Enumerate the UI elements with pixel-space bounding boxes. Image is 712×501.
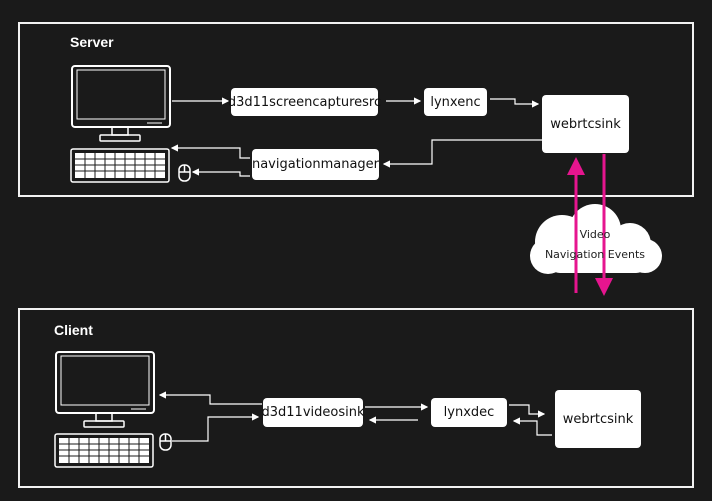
server-title: Server — [70, 34, 114, 50]
server-frame — [18, 22, 694, 197]
network-cloud — [530, 204, 662, 274]
server-mouse-icon — [178, 164, 191, 182]
transport-arrows — [567, 154, 613, 296]
client-mouse-icon — [159, 433, 172, 451]
node-lynxdec[interactable]: lynxdec — [431, 398, 507, 427]
node-d3d11videosink[interactable]: d3d11videosink — [262, 398, 365, 427]
node-d3d11screencapturesrc[interactable]: d3d11screencapturesrc — [228, 88, 381, 116]
cloud-label-video: Video — [579, 228, 611, 241]
node-lynxenc[interactable]: lynxenc — [424, 88, 487, 116]
client-title: Client — [54, 322, 93, 338]
cloud-label-navigation-events: Navigation Events — [544, 248, 646, 261]
node-server-webrtcsink[interactable]: webrtcsink — [542, 95, 629, 153]
node-client-webrtcsink[interactable]: webrtcsink — [555, 390, 641, 448]
node-navigationmanager[interactable]: navigationmanager — [252, 149, 379, 180]
client-frame — [18, 308, 694, 488]
client-monitor-icon — [55, 351, 155, 428]
server-monitor-icon — [71, 65, 171, 142]
server-keyboard-icon — [70, 148, 170, 183]
client-keyboard-icon — [54, 433, 154, 468]
